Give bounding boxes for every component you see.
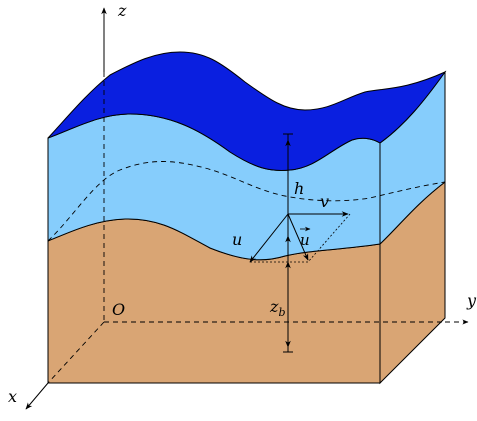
v-label: v <box>320 192 329 211</box>
free-surface <box>47 51 447 171</box>
bed-elevation-subscript: b <box>278 306 285 319</box>
u-component-arrow <box>249 213 289 263</box>
u-label: u <box>232 230 242 249</box>
velocity-vector-arrow <box>287 213 309 261</box>
depth-label: h <box>294 179 304 198</box>
hidden-back-diagonal <box>47 321 105 384</box>
velocity-parallelogram <box>250 213 351 263</box>
x-axis <box>25 382 49 410</box>
velocity-label: u <box>300 231 310 249</box>
x-axis-label: x <box>8 387 17 406</box>
bed-elevation-label: zb <box>269 297 285 319</box>
origin-label: O <box>112 300 125 319</box>
z-axis-label: z <box>117 1 127 20</box>
y-axis-label: y <box>466 291 477 310</box>
bed-elevation-symbol: z <box>269 297 279 316</box>
